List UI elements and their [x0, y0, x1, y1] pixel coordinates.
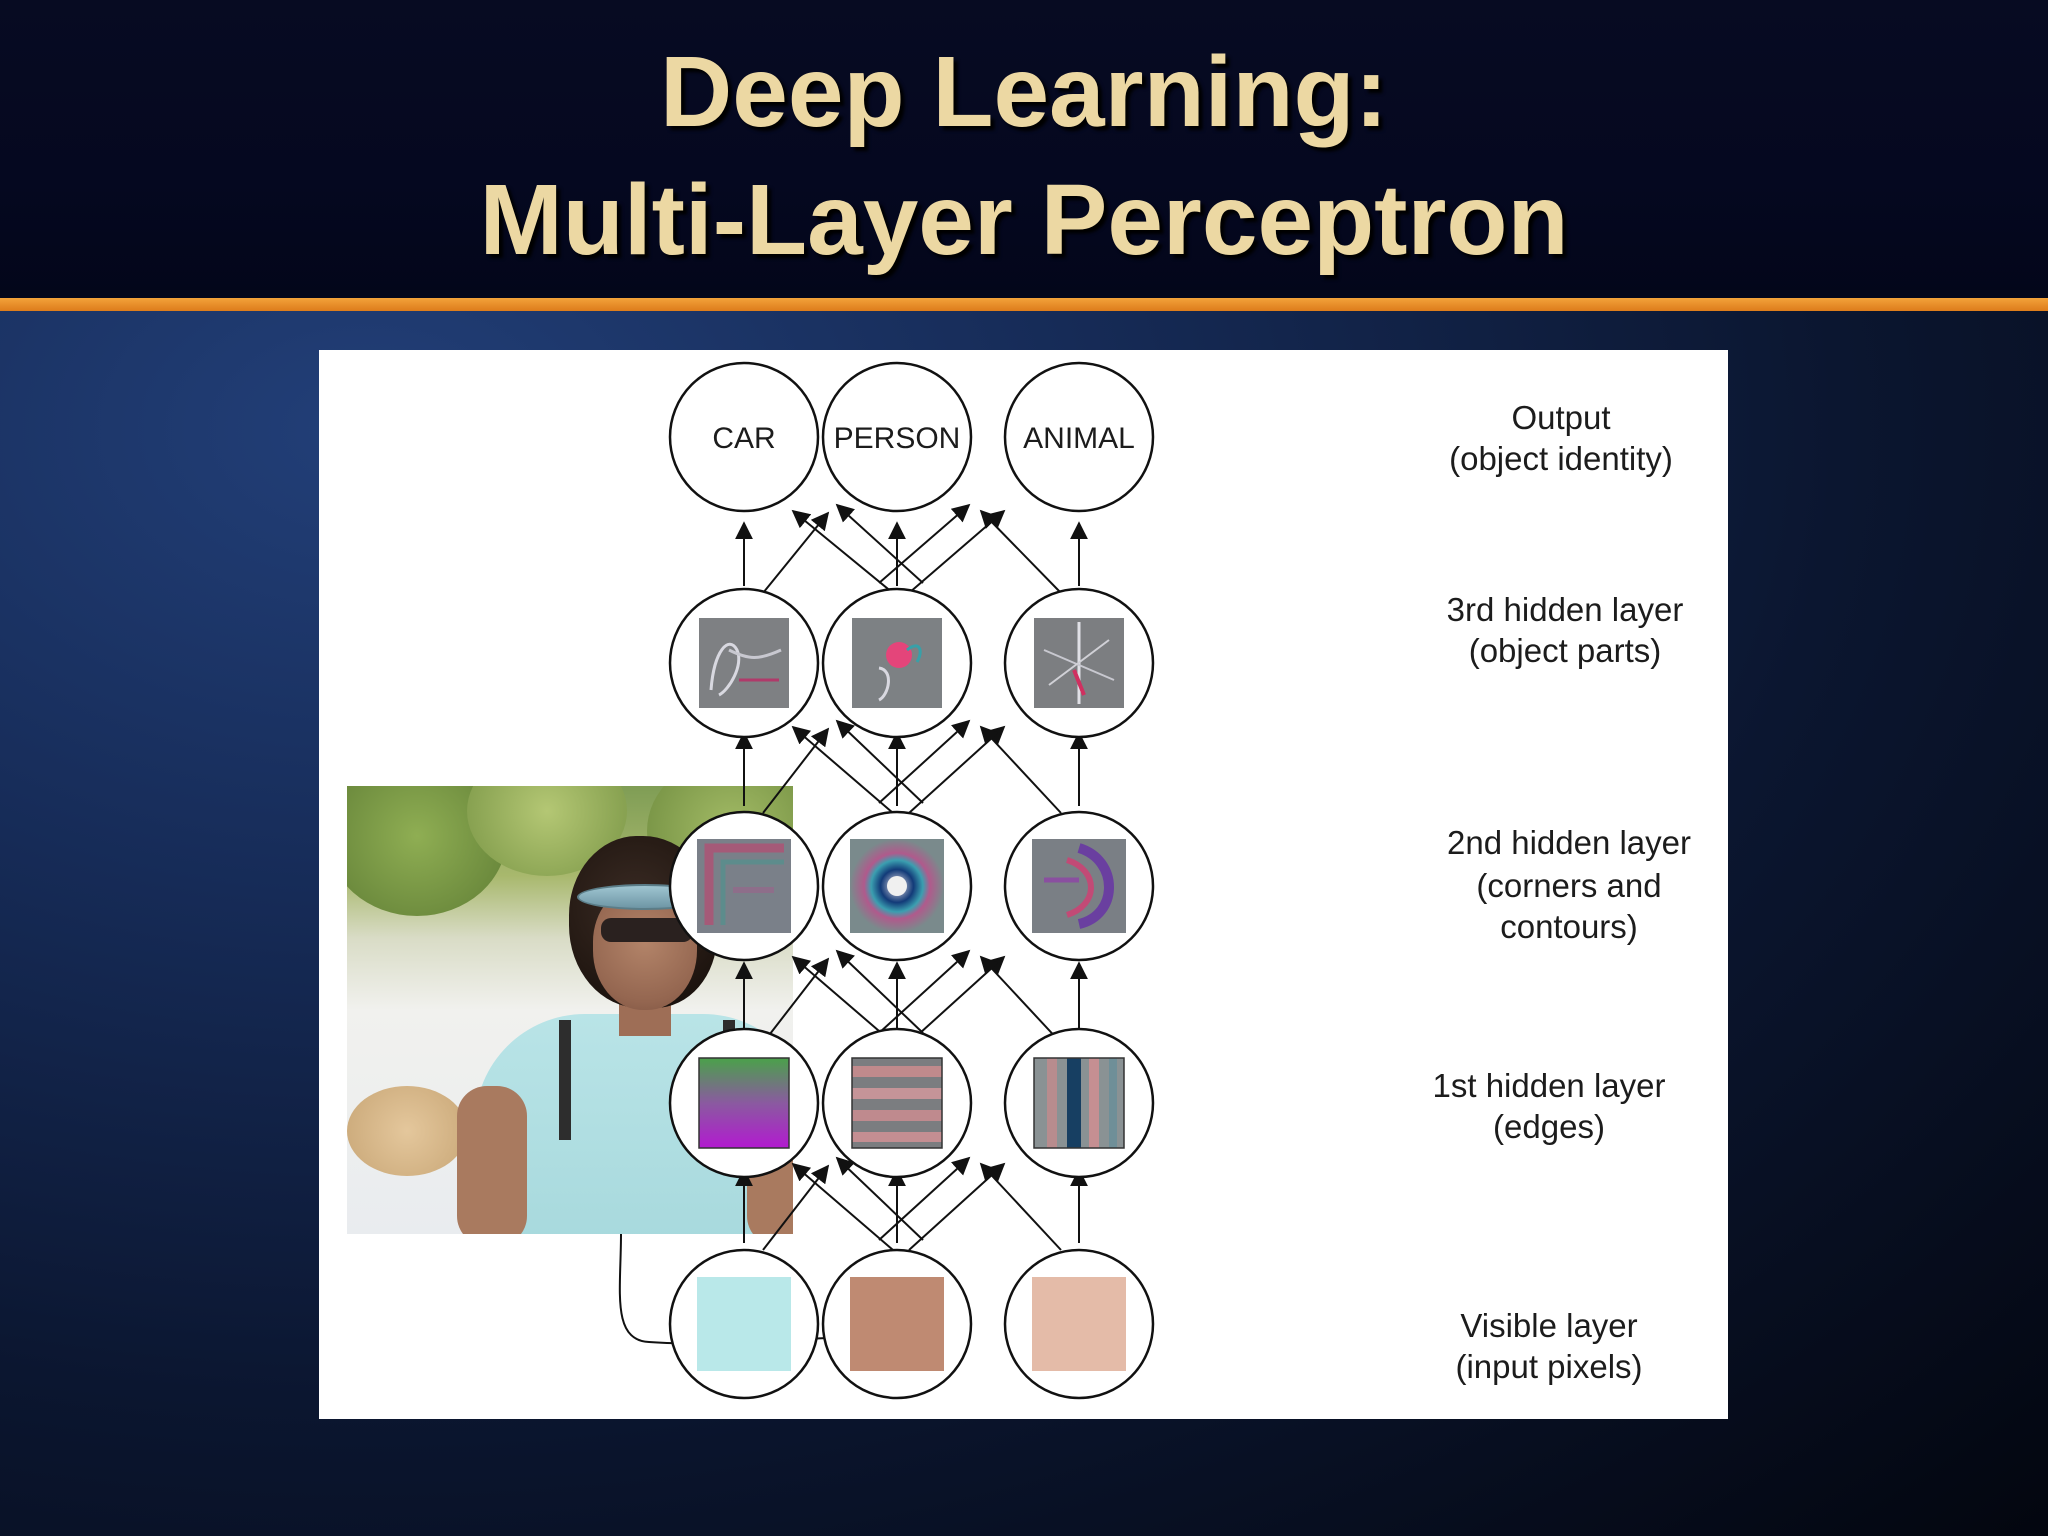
network-diagram: CAR PERSON ANIMAL [618, 361, 1692, 1400]
connections-1st-to-2nd [735, 949, 1088, 1044]
output-node-person [821, 361, 973, 513]
layer-label: contours) [1500, 908, 1638, 945]
output-node-car [668, 361, 820, 513]
hidden-layer-3 [668, 587, 1155, 739]
feature-thumbnail-corner [697, 839, 791, 933]
layer-label: 2nd hidden layer [1447, 824, 1691, 861]
feature-thumbnail-object-part-animal [1034, 618, 1124, 708]
layer-labels: Output (object identity) 3rd hidden laye… [1433, 399, 1692, 1385]
output-node-label: PERSON [834, 422, 961, 455]
layer-label: (edges) [1493, 1108, 1605, 1145]
output-node-label: ANIMAL [1023, 422, 1135, 455]
feature-thumbnail-curve [1032, 839, 1126, 933]
slide-title-line-2: Multi-Layer Perceptron [479, 164, 1569, 276]
slide-title: Deep Learning: Multi-Layer Perceptron [0, 28, 2048, 284]
input-pixel-swatch [850, 1277, 944, 1371]
layer-label: (object identity) [1449, 440, 1673, 477]
connections-2nd-to-3rd [735, 719, 1088, 814]
layer-label: (object parts) [1469, 632, 1662, 669]
feature-thumbnail-edge-horizontal [851, 1057, 943, 1149]
hidden-layer-1 [668, 1027, 1155, 1179]
title-bar [0, 0, 2048, 298]
layer-label: (input pixels) [1455, 1348, 1642, 1385]
input-pixel-swatch [1032, 1277, 1126, 1371]
connections-visible-to-1st [735, 1156, 1088, 1251]
output-node-label: CAR [712, 422, 775, 455]
hidden-layer-2 [668, 810, 1155, 962]
accent-rule [0, 298, 2048, 311]
output-layer: CAR PERSON ANIMAL [668, 361, 1155, 513]
mlp-diagram-figure: CAR PERSON ANIMAL [319, 350, 1728, 1419]
input-pixel-swatch [697, 1277, 791, 1371]
output-node-animal [1003, 361, 1155, 513]
layer-label: Output [1511, 399, 1610, 436]
layer-label: (corners and [1476, 867, 1661, 904]
feature-thumbnail-object-part-person [852, 618, 942, 708]
feature-thumbnail-edge-vertical [1033, 1057, 1125, 1149]
visible-layer [668, 1248, 1155, 1400]
feature-thumbnail-edge-gradient [698, 1057, 790, 1149]
layer-label: Visible layer [1460, 1307, 1637, 1344]
feature-thumbnail-contour-ring [850, 839, 944, 933]
connections-3rd-to-output [735, 503, 1088, 594]
slide-title-line-1: Deep Learning: [660, 36, 1388, 148]
layer-label: 1st hidden layer [1433, 1067, 1666, 1104]
feature-thumbnail-object-part-car [699, 618, 789, 708]
layer-label: 3rd hidden layer [1447, 591, 1684, 628]
